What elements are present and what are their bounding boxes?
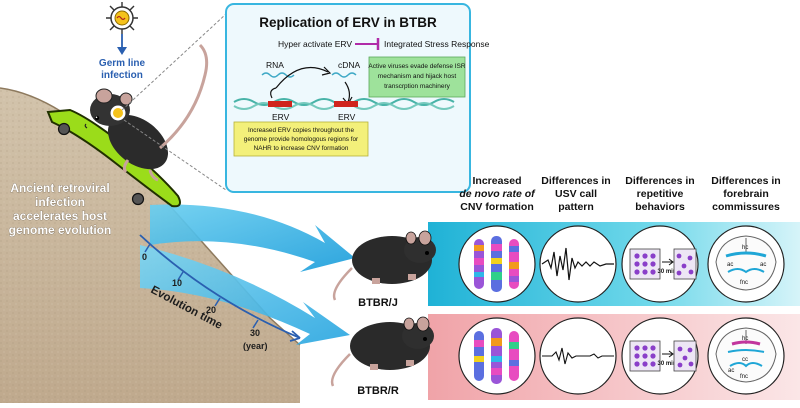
virus-icon xyxy=(106,2,138,34)
col1-line2: de novo rate of xyxy=(459,188,536,200)
col1-line3: CNV formation xyxy=(460,201,534,213)
brain-top-ac1: ac xyxy=(727,262,733,268)
brain-top-ac2: ac xyxy=(760,262,766,268)
cnv-circle-bottom xyxy=(458,317,536,395)
column-headers: Increased de novo rate of CNV formation … xyxy=(459,175,780,213)
ancient-line4: genome evolution xyxy=(9,223,112,237)
tick-30: 30 xyxy=(250,328,260,338)
integration-arrow xyxy=(344,81,351,103)
brain-bottom-hc: hc xyxy=(742,336,748,342)
usv-circle-bottom xyxy=(539,317,617,395)
cdna-label: cDNA xyxy=(338,60,361,70)
ancient-line3: accelerates host xyxy=(13,209,107,223)
col2-line1: Differences in xyxy=(541,175,610,187)
beam-to-btbr-j xyxy=(150,204,355,272)
cdna-strand xyxy=(331,72,357,78)
col4-line2: forebrain xyxy=(723,188,769,200)
erv-segment-right xyxy=(334,101,358,107)
col4-line3: commissures xyxy=(712,201,780,213)
ancient-line1: Ancient retroviral xyxy=(10,181,109,195)
green-box-line3: transcrption machinery xyxy=(384,83,450,90)
replication-title: Replication of ERV in BTBR xyxy=(259,15,437,30)
tick-unit: (year) xyxy=(243,341,268,351)
brain-bottom-cc: cc xyxy=(742,357,748,363)
brain-bottom-fnc: fnc xyxy=(740,374,748,380)
col1-line1: Increased xyxy=(472,175,521,187)
tick-20: 20 xyxy=(206,305,216,315)
zoom-line-bottom xyxy=(123,119,227,191)
isr-label: Integrated Stress Response xyxy=(384,39,490,49)
tick-10: 10 xyxy=(172,278,182,288)
erv-copies-box xyxy=(233,121,369,157)
col3-line1: Differences in xyxy=(625,175,694,187)
btbr-j-label: BTBR/J xyxy=(358,297,398,309)
brain-circle-top: hc ac ac fnc xyxy=(707,225,785,303)
germline-line2: infection xyxy=(101,70,143,81)
tick-0: 0 xyxy=(142,252,147,262)
brain-top-hc: hc xyxy=(742,245,748,251)
marble-circle-top: 30 min xyxy=(621,225,699,303)
germline-arrowhead xyxy=(117,47,127,55)
col3-line2: repetitive xyxy=(637,188,684,200)
skateboard-mouse xyxy=(46,43,209,208)
ancient-line2: infection xyxy=(35,195,85,209)
rna-label: RNA xyxy=(266,60,284,70)
btbr-r-mouse xyxy=(330,316,434,387)
brain-circle-bottom: hc cc ac fnc xyxy=(707,317,785,395)
germline-line1: Germ line xyxy=(99,58,146,69)
green-box-line1: Active viruses evade defense ISR xyxy=(368,63,465,70)
ancient-text: Ancient retroviral infection accelerates… xyxy=(8,181,112,238)
beam-to-btbr-r xyxy=(140,245,350,345)
usv-circle-top xyxy=(539,225,617,303)
yellow-box-line3: NAHR to increase CNV formation xyxy=(254,145,349,152)
erv-label-left: ERV xyxy=(272,112,290,122)
transcription-arrow xyxy=(270,87,277,99)
brain-bottom-ac: ac xyxy=(728,368,734,374)
col4-line1: Differences in xyxy=(711,175,780,187)
col2-line2: USV call xyxy=(555,188,597,200)
yellow-box-line2: genome provide homologous regions for xyxy=(244,136,359,143)
col2-line3: pattern xyxy=(558,201,594,213)
btbr-r-label: BTBR/R xyxy=(357,385,399,397)
btbr-j-mouse xyxy=(332,230,436,301)
rt-arrow xyxy=(275,66,329,89)
zoom-line-top xyxy=(121,13,227,111)
isr-evasion-box xyxy=(368,56,466,98)
green-box-line2: mechanism and hijack host xyxy=(378,73,457,80)
erv-label-right: ERV xyxy=(338,112,356,122)
yellow-box-line1: Increased ERV copies throughout the xyxy=(248,127,355,134)
erv-segment-left xyxy=(268,101,292,107)
cnv-circle-top xyxy=(458,225,536,303)
col3-line3: behaviors xyxy=(635,201,685,213)
rna-strand xyxy=(261,72,295,78)
timer-top: 30 min xyxy=(657,269,676,275)
hyper-activate-label: Hyper activate ERV xyxy=(278,39,352,49)
marble-circle-bottom: 30 min xyxy=(621,317,699,395)
replication-panel: Replication of ERV in BTBR Hyper activat… xyxy=(225,3,490,193)
timer-bottom: 30 min xyxy=(657,361,676,367)
brain-top-fnc: fnc xyxy=(740,280,748,286)
